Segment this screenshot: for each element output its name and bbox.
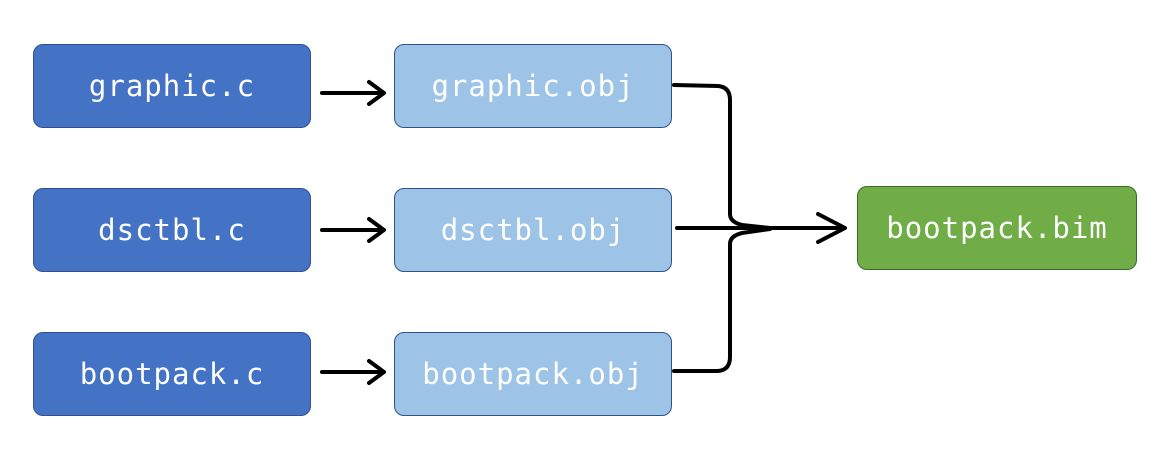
output-node-bootpack-bim: bootpack.bim [857,186,1137,270]
link-arrowhead [816,212,847,244]
object-node-graphic-obj: graphic.obj [394,44,672,128]
node-label: bootpack.c [79,357,265,391]
link-line-graphic-obj [672,83,772,230]
node-label: graphic.c [88,69,256,103]
compile-arrow-bootpack [320,359,386,385]
source-node-graphic-c: graphic.c [33,44,311,128]
source-node-dsctbl-c: dsctbl.c [33,188,311,272]
node-label: dsctbl.obj [440,213,626,247]
node-label: bootpack.obj [422,357,644,391]
node-label: graphic.obj [431,69,635,103]
link-connector [672,83,847,373]
source-node-bootpack-c: bootpack.c [33,332,311,416]
compile-arrow-dsctbl [320,217,386,243]
object-node-bootpack-obj: bootpack.obj [394,332,672,416]
compile-arrow-graphic [320,80,386,106]
node-label: bootpack.bim [886,211,1108,245]
link-line-bootpack-obj [672,227,772,373]
object-node-dsctbl-obj: dsctbl.obj [394,188,672,272]
node-label: dsctbl.c [98,213,246,247]
